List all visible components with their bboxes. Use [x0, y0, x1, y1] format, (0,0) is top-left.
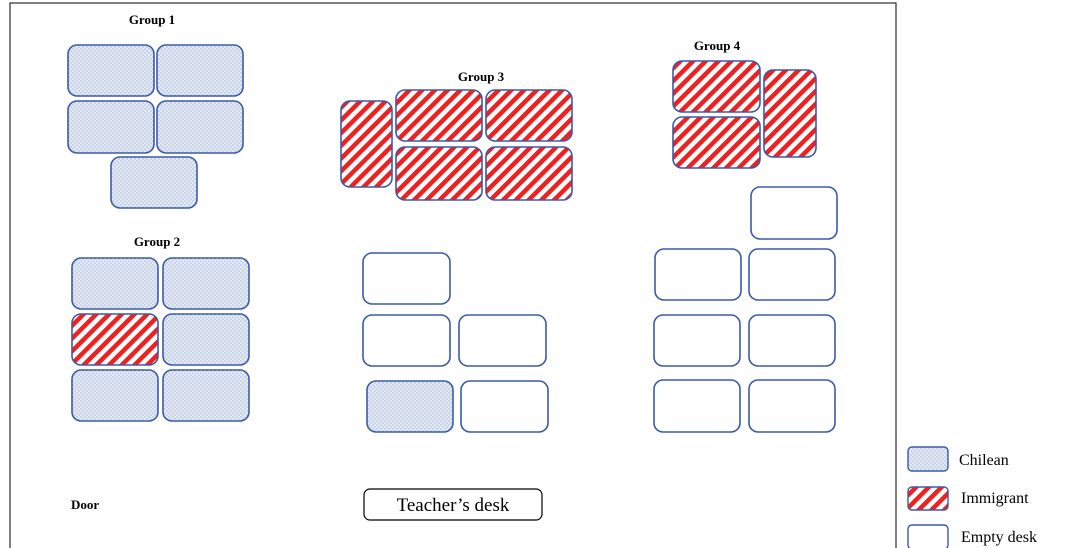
desk-chilean: [162, 257, 250, 310]
legend-chilean-swatch: [907, 446, 949, 472]
desk-chilean: [71, 257, 159, 310]
group-1-label: Group 1: [129, 12, 175, 27]
desk-immigrant: [672, 60, 761, 113]
desk-empty: [653, 379, 741, 433]
desk-empty: [460, 380, 549, 433]
desk-immigrant: [485, 89, 573, 142]
desk-empty: [748, 379, 836, 433]
desk-immigrant: [763, 69, 817, 158]
legend-immigrant-swatch: [907, 486, 949, 511]
right-desks: [653, 186, 838, 433]
desk-chilean: [71, 369, 159, 422]
group-2-label: Group 2: [134, 234, 180, 249]
desk-empty: [653, 314, 741, 367]
middle-desks: [362, 252, 549, 433]
legend-empty-swatch: [907, 524, 949, 548]
desk-empty: [362, 314, 451, 367]
group-3-label: Group 3: [458, 69, 505, 84]
desk-chilean: [156, 100, 244, 154]
door-label: Door: [71, 497, 99, 512]
legend-immigrant-label: Immigrant: [961, 490, 1029, 507]
group-3-desks: [340, 89, 573, 201]
desk-empty: [362, 252, 451, 305]
desk-immigrant: [485, 146, 573, 201]
desk-empty: [748, 248, 836, 301]
desk-immigrant: [672, 116, 761, 169]
desk-empty: [458, 314, 547, 367]
legend: Chilean Immigrant Empty desk: [907, 446, 1037, 548]
teacher-desk-label: Teacher’s desk: [397, 495, 510, 516]
desk-chilean: [156, 44, 244, 97]
desk-chilean: [366, 380, 454, 433]
group-4-desks: [672, 60, 817, 169]
desk-immigrant: [395, 89, 483, 142]
desk-chilean: [67, 100, 155, 154]
desk-chilean: [67, 44, 155, 97]
desk-immigrant: [71, 313, 159, 366]
desk-empty: [654, 248, 742, 301]
desk-immigrant: [395, 146, 483, 201]
desk-chilean: [162, 369, 250, 422]
group-4-label: Group 4: [694, 38, 741, 53]
desk-chilean: [162, 313, 250, 366]
legend-empty-label: Empty desk: [961, 529, 1037, 546]
desk-immigrant: [340, 100, 393, 188]
desk-empty: [748, 314, 836, 367]
group-1-desks: [67, 44, 244, 209]
teacher-desk-box: [363, 488, 543, 521]
teacher-desk: Teacher’s desk: [363, 488, 543, 521]
desk-empty: [750, 186, 838, 240]
group-2-desks: [71, 257, 250, 422]
legend-chilean-label: Chilean: [959, 452, 1009, 469]
desk-chilean: [110, 156, 198, 209]
classroom-wall: [9, 2, 897, 548]
